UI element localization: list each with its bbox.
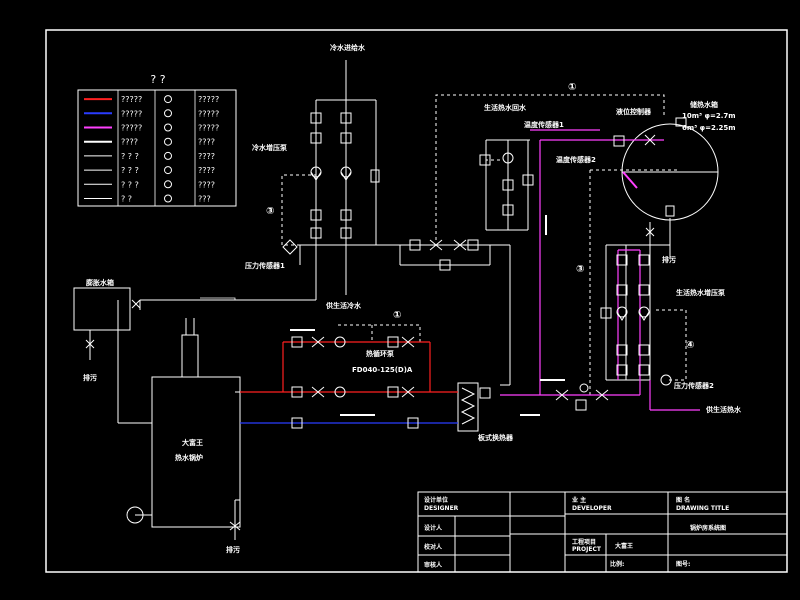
checker-label: 校对人 <box>424 543 443 551</box>
cold-pump-b-icon <box>340 166 352 181</box>
circle-marker-3b: ③ <box>576 264 584 275</box>
circle-marker-1b: ① <box>393 310 401 321</box>
drain-1-label: 排污 <box>83 373 97 382</box>
legend-row: ? ? ????? <box>84 166 215 175</box>
boiler-line1-label: 大富王 <box>182 438 203 447</box>
legend-label: ? ? ? <box>121 166 139 175</box>
drawing-name: 锅炉房系统图 <box>690 524 726 532</box>
legend-label: ????? <box>121 124 142 133</box>
supply-water-out-label: 供生活冷水 <box>325 301 362 310</box>
hot-pump-label: 生活热水增压泵 <box>676 288 725 297</box>
cold-water-in-label: 冷水进给水 <box>330 43 366 52</box>
legend-label: ? ? <box>121 195 132 204</box>
safety-valve-icon <box>164 194 172 203</box>
plate-hx-label: 板式换热器 <box>478 433 514 442</box>
pressure-tank-2-label: 压力传感器2 <box>674 381 714 390</box>
designer-en-label: DESIGNER <box>424 505 459 512</box>
owner-en-label: DEVELOPER <box>572 505 612 512</box>
legend-label: ??? <box>198 195 211 204</box>
level-controller-label: 液位控制器 <box>616 107 652 116</box>
sheet-label: 图号: <box>676 560 690 568</box>
hot-pump-a-icon <box>616 306 628 321</box>
legend-label: ???? <box>198 138 215 147</box>
pressure-gauge-icon <box>164 109 172 118</box>
legend-title: ? ? <box>150 73 165 86</box>
boiler-pump-icon <box>126 506 144 524</box>
cold-pump-a-icon <box>310 166 322 181</box>
legend-label: ???? <box>198 166 215 175</box>
tank-spec-1-label: 10m³ φ=2.7m <box>682 112 736 120</box>
return-water-label: 生活热水回水 <box>484 103 527 112</box>
legend-label: ???? <box>198 152 215 161</box>
circulation-pump-label: 热循环泵 <box>366 349 394 358</box>
drawing-en-label: DRAWING TITLE <box>676 505 729 512</box>
pressure-tank-1-label: 压力传感器1 <box>245 261 285 270</box>
legend-row: ?????????? <box>84 95 219 104</box>
temp-sensor-1-label: 温度传感器1 <box>524 120 564 129</box>
drawing-label: 图 名 <box>676 496 690 504</box>
drain-3-label: 排污 <box>662 255 676 264</box>
legend-label: ???? <box>198 180 215 189</box>
legend-label: ????? <box>198 95 219 104</box>
legend-label: ? ? ? <box>121 180 139 189</box>
circle-marker-3a: ③ <box>266 206 274 217</box>
pump-icon <box>164 137 172 146</box>
legend-label: ????? <box>121 109 142 118</box>
expansion-tank-label: 膨胀水箱 <box>85 278 114 287</box>
legend-row: ?????????? <box>84 109 219 118</box>
scale-label: 比例: <box>610 560 624 568</box>
legend-row: ? ? ????? <box>84 151 215 161</box>
expansion-joint-icon <box>164 123 172 132</box>
drawing-frame <box>45 29 788 573</box>
cold-pump-label: 冷水增压泵 <box>252 143 287 152</box>
check-valve-icon <box>164 151 172 160</box>
legend: ? ? ????????????????????????????????????… <box>77 73 237 207</box>
legend-row: ???????? <box>84 137 215 147</box>
white-piping <box>73 60 719 540</box>
boiler-line2-label: 热水锅炉 <box>175 453 203 462</box>
gate-valve-icon <box>164 95 172 104</box>
owner-label: 业 主 <box>572 496 586 504</box>
auditor-label: 审核人 <box>424 561 443 569</box>
red-piping <box>240 341 458 393</box>
project-en-label: PROJECT <box>572 546 602 553</box>
filter-icon <box>164 166 172 175</box>
legend-label: ????? <box>198 109 219 118</box>
pump-model-label: FD040-125(D)A <box>352 366 413 374</box>
temp-sensor-2-label: 温度传感器2 <box>556 155 596 164</box>
hot-pump-b-icon <box>638 306 650 321</box>
legend-label: ? ? ? <box>121 152 139 161</box>
designer-person-label: 设计人 <box>424 524 443 532</box>
title-block-text: 设计单位 DESIGNER 设计人 校对人 审核人 业 主 DEVELOPER … <box>424 496 729 569</box>
drain-2-label: 排污 <box>226 545 240 554</box>
title-block <box>417 491 788 573</box>
circle-marker-4: ④ <box>686 340 694 351</box>
pressure-tank-2-icon <box>660 374 672 386</box>
legend-row: ?????????? <box>84 123 219 133</box>
components <box>85 112 687 531</box>
pressure-tank-1-icon <box>282 239 298 255</box>
project-label: 工程项目 <box>572 538 596 546</box>
designer-label: 设计单位 <box>424 496 448 504</box>
legend-label: ????? <box>121 95 142 104</box>
diagram-labels: 冷水进给水 冷水增压泵 压力传感器1 供生活冷水 膨胀水箱 排污 排污 排污 大… <box>83 43 742 554</box>
storage-tank-label: 储热水箱 <box>689 100 718 109</box>
flow-switch-icon <box>164 180 172 189</box>
legend-label: ????? <box>198 124 219 133</box>
legend-row: ? ???? <box>84 194 211 204</box>
legend-row: ? ? ????? <box>84 180 215 189</box>
circle-marker-1a: ① <box>568 82 576 93</box>
plate-heat-exchanger-icon <box>460 387 476 425</box>
tank-spec-2-label: 6m³ φ=2.25m <box>682 124 736 132</box>
hot-water-out-label: 供生活热水 <box>705 405 742 414</box>
project-name: 大富王 <box>615 542 633 550</box>
legend-label: ???? <box>121 138 138 147</box>
